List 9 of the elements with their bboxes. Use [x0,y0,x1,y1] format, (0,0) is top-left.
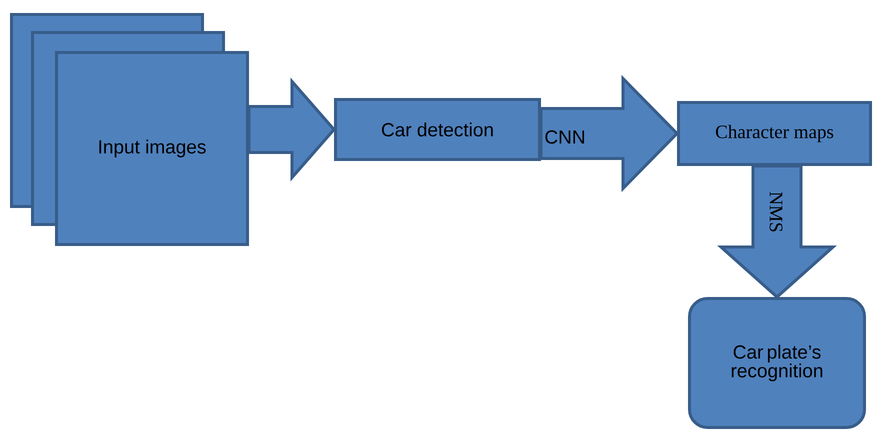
edge-label: NMS [770,192,782,232]
process-box: Car detection [334,98,541,161]
edge-label: CNN [545,130,584,144]
rounded-box: Car plate’s recognition [688,297,866,429]
process-box: Character maps [677,101,872,166]
block-arrow [540,74,680,192]
process-box: Input images [55,51,249,246]
block-arrow [248,78,336,182]
block-arrow [717,164,837,300]
